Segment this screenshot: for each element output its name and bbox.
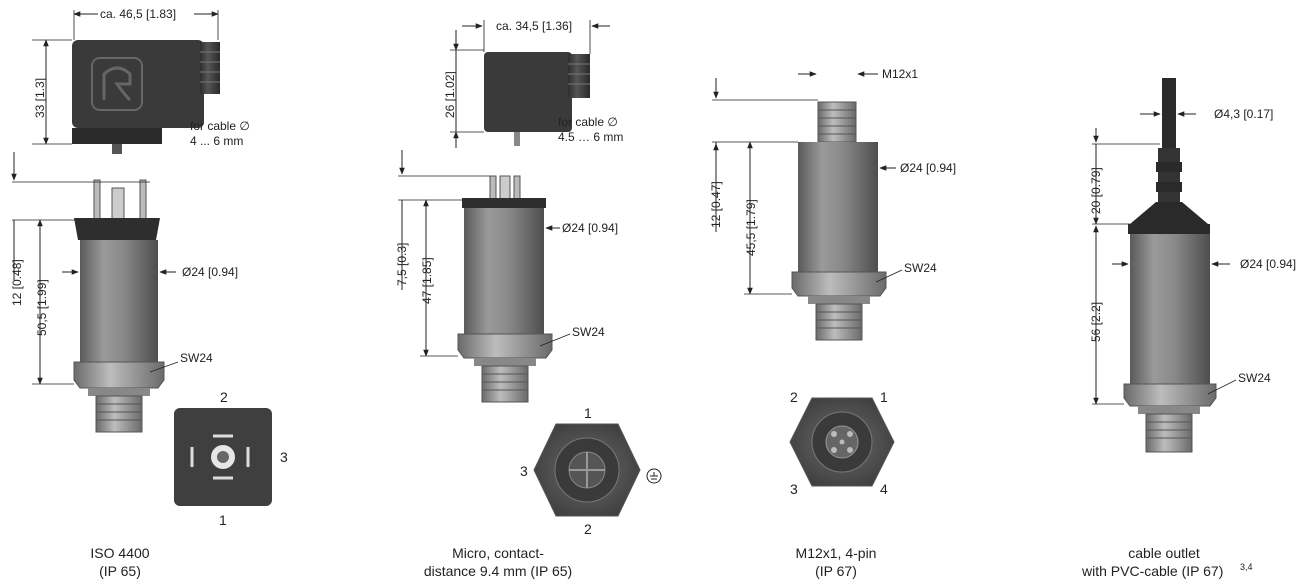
din-connector xyxy=(72,40,220,154)
transmitter-b xyxy=(457,175,553,403)
c-top-dim: 12 [0.47] xyxy=(709,181,723,228)
d-cable-diameter: Ø4,3 [0.17] xyxy=(1214,107,1273,121)
a-connector-height: 33 [1.3] xyxy=(33,78,47,118)
a-cable-note-2: 4 ... 6 mm xyxy=(190,134,243,148)
d-top-dim: 20 [0.79] xyxy=(1089,167,1103,214)
c-thread: M12x1 xyxy=(882,67,918,81)
d-body-dim: 56 [2.2] xyxy=(1089,302,1103,342)
d-footnote: 3,4 xyxy=(1240,562,1253,572)
transmitter-c xyxy=(791,101,887,341)
pin-view-c xyxy=(789,397,895,487)
transmitter-a xyxy=(73,179,165,433)
a-pin-3: 3 xyxy=(280,449,288,465)
c-wrench: SW24 xyxy=(904,261,937,275)
c-diameter: Ø24 [0.94] xyxy=(900,161,956,175)
c-pin-2: 2 xyxy=(790,389,798,405)
b-caption-1: Micro, contact- xyxy=(452,545,544,561)
variant-cable: Ø4,3 [0.17] 20 [0.79] 56 [2.2] Ø24 [0.94… xyxy=(1081,78,1296,579)
b-cable-note-1: for cable ∅ xyxy=(558,115,618,129)
variant-m12: M12x1 12 [0.47] 45,5 [1.79] Ø24 [0.94] S… xyxy=(709,67,956,579)
c-pin-1: 1 xyxy=(880,389,888,405)
c-body-dim: 45,5 [1.79] xyxy=(744,199,758,256)
a-pin-1: 1 xyxy=(219,512,227,528)
b-pin-3: 3 xyxy=(520,463,528,479)
c-pin-3: 3 xyxy=(790,481,798,497)
c-pin-4: 4 xyxy=(880,481,888,497)
micro-connector xyxy=(484,52,590,146)
d-diameter: Ø24 [0.94] xyxy=(1240,257,1296,271)
b-caption-2: distance 9.4 mm (IP 65) xyxy=(424,563,572,579)
a-wrench: SW24 xyxy=(180,351,213,365)
c-caption-2: (IP 67) xyxy=(815,563,857,579)
a-caption-1: ISO 4400 xyxy=(90,545,149,561)
b-top-dim: 7,5 [0.3] xyxy=(395,243,409,286)
a-connector-width: ca. 46,5 [1.83] xyxy=(100,7,176,21)
b-connector-height: 26 [1.02] xyxy=(443,71,457,118)
b-diameter: Ø24 [0.94] xyxy=(562,221,618,235)
b-pin-2: 2 xyxy=(584,521,592,537)
b-wrench: SW24 xyxy=(572,325,605,339)
b-cable-note-2: 4.5 … 6 mm xyxy=(558,130,623,144)
c-caption-1: M12x1, 4-pin xyxy=(796,545,877,561)
d-wrench: SW24 xyxy=(1238,371,1271,385)
variant-iso4400: ca. 46,5 [1.83] 33 [1.3] for cable ∅ 4 .… xyxy=(10,7,288,579)
b-body-dim: 47 [1.85] xyxy=(420,257,434,304)
a-top-dim: 12 [0.48] xyxy=(10,259,24,306)
b-connector-width: ca. 34,5 [1.36] xyxy=(496,19,572,33)
a-body-dim: 50,5 [1.99] xyxy=(35,279,49,336)
a-caption-2: (IP 65) xyxy=(99,563,141,579)
a-diameter: Ø24 [0.94] xyxy=(182,265,238,279)
a-cable-note-1: for cable ∅ xyxy=(190,119,250,133)
pin-view-a xyxy=(174,408,272,506)
b-pin-1: 1 xyxy=(584,405,592,421)
pin-view-b xyxy=(533,423,662,517)
d-caption-2: with PVC-cable (IP 67) xyxy=(1081,563,1223,579)
transmitter-d xyxy=(1123,78,1217,453)
d-caption-1: cable outlet xyxy=(1128,545,1200,561)
a-pin-2: 2 xyxy=(220,389,228,405)
variant-micro: ca. 34,5 [1.36] 26 [1.02] for cable ∅ 4.… xyxy=(395,19,662,579)
